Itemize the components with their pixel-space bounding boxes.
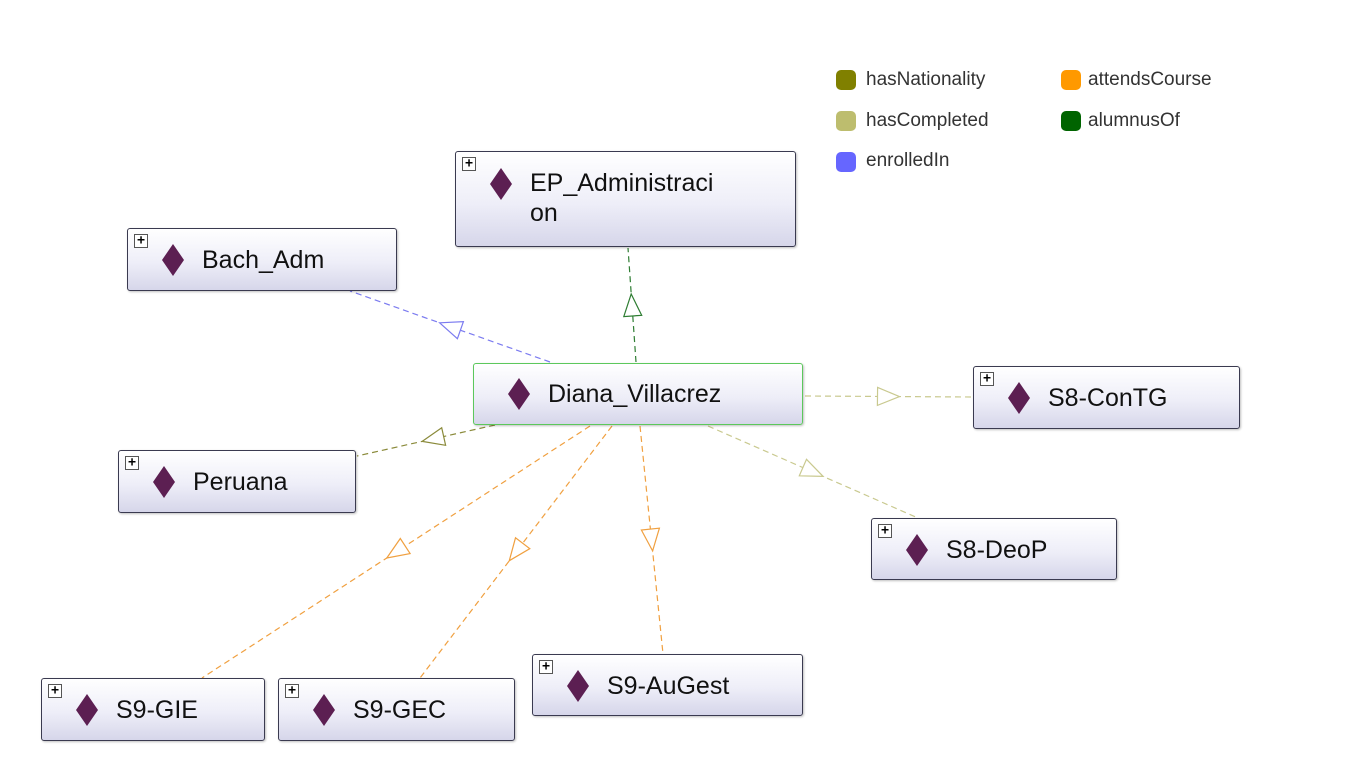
legend-swatch-enrolledin	[836, 152, 856, 172]
edge-enrolledin	[349, 290, 551, 363]
edge-arrowhead-icon	[798, 458, 825, 478]
edge-arrowhead-icon	[876, 386, 902, 407]
node-label: S8-DeoP	[946, 536, 1048, 564]
legend-label-hasnationality: hasNationality	[866, 69, 986, 90]
edge-arrowhead-icon	[640, 527, 661, 553]
expand-icon[interactable]: +	[48, 684, 62, 698]
edge-alumnusof	[627, 247, 637, 363]
node-peruana[interactable]: + Peruana	[118, 450, 356, 513]
edge-arrowhead-icon	[420, 426, 447, 447]
expand-icon[interactable]: +	[462, 157, 476, 171]
individual-diamond-icon	[906, 534, 928, 566]
edge-arrowhead-icon	[622, 292, 643, 318]
node-bach-adm[interactable]: + Bach_Adm	[127, 228, 397, 291]
expand-icon[interactable]: +	[878, 524, 892, 538]
expand-icon[interactable]: +	[285, 684, 299, 698]
node-s9-gie[interactable]: + S9-GIE	[41, 678, 265, 741]
individual-diamond-icon	[76, 694, 98, 726]
node-s9-augest[interactable]: + S9-AuGest	[532, 654, 803, 716]
individual-diamond-icon	[1008, 382, 1030, 414]
node-s9-gec[interactable]: + S9-GEC	[278, 678, 515, 741]
legend-swatch-hasnationality	[836, 70, 856, 90]
node-label: S9-GIE	[116, 696, 198, 724]
node-label: Peruana	[193, 468, 288, 496]
node-diana-villacrez[interactable]: Diana_Villacrez	[473, 363, 803, 425]
node-label: EP_Administraci on	[530, 169, 714, 227]
individual-diamond-icon	[567, 670, 589, 702]
individual-diamond-icon	[490, 168, 512, 200]
expand-icon[interactable]: +	[980, 372, 994, 386]
expand-icon[interactable]: +	[134, 234, 148, 248]
legend-label-alumnusof: alumnusOf	[1088, 110, 1180, 131]
legend-swatch-hascompleted	[836, 111, 856, 131]
node-s8-deop[interactable]: + S8-DeoP	[871, 518, 1117, 580]
edge-arrowhead-icon	[508, 536, 531, 562]
legend-swatch-alumnusof	[1061, 111, 1081, 131]
expand-icon[interactable]: +	[539, 660, 553, 674]
node-label: Diana_Villacrez	[548, 380, 722, 408]
legend-label-hascompleted: hasCompleted	[866, 110, 989, 131]
node-label: Bach_Adm	[202, 246, 325, 274]
legend-swatch-attendscourse	[1061, 70, 1081, 90]
individual-diamond-icon	[508, 378, 530, 410]
individual-diamond-icon	[162, 244, 184, 276]
edge-attendscourse	[419, 425, 613, 679]
individual-diamond-icon	[313, 694, 335, 726]
node-s8-contg[interactable]: + S8-ConTG	[973, 366, 1240, 429]
legend-label-attendscourse: attendsCourse	[1088, 69, 1212, 90]
individual-diamond-icon	[153, 466, 175, 498]
legend-label-enrolledin: enrolledIn	[866, 150, 950, 171]
node-label: S8-ConTG	[1048, 384, 1168, 412]
expand-icon[interactable]: +	[125, 456, 139, 470]
edge-arrowhead-icon	[438, 321, 465, 340]
edge-arrowhead-icon	[385, 537, 412, 559]
node-label: S9-AuGest	[607, 672, 730, 700]
node-ep-administracion[interactable]: + EP_Administraci on	[455, 151, 796, 247]
node-label: S9-GEC	[353, 696, 447, 724]
